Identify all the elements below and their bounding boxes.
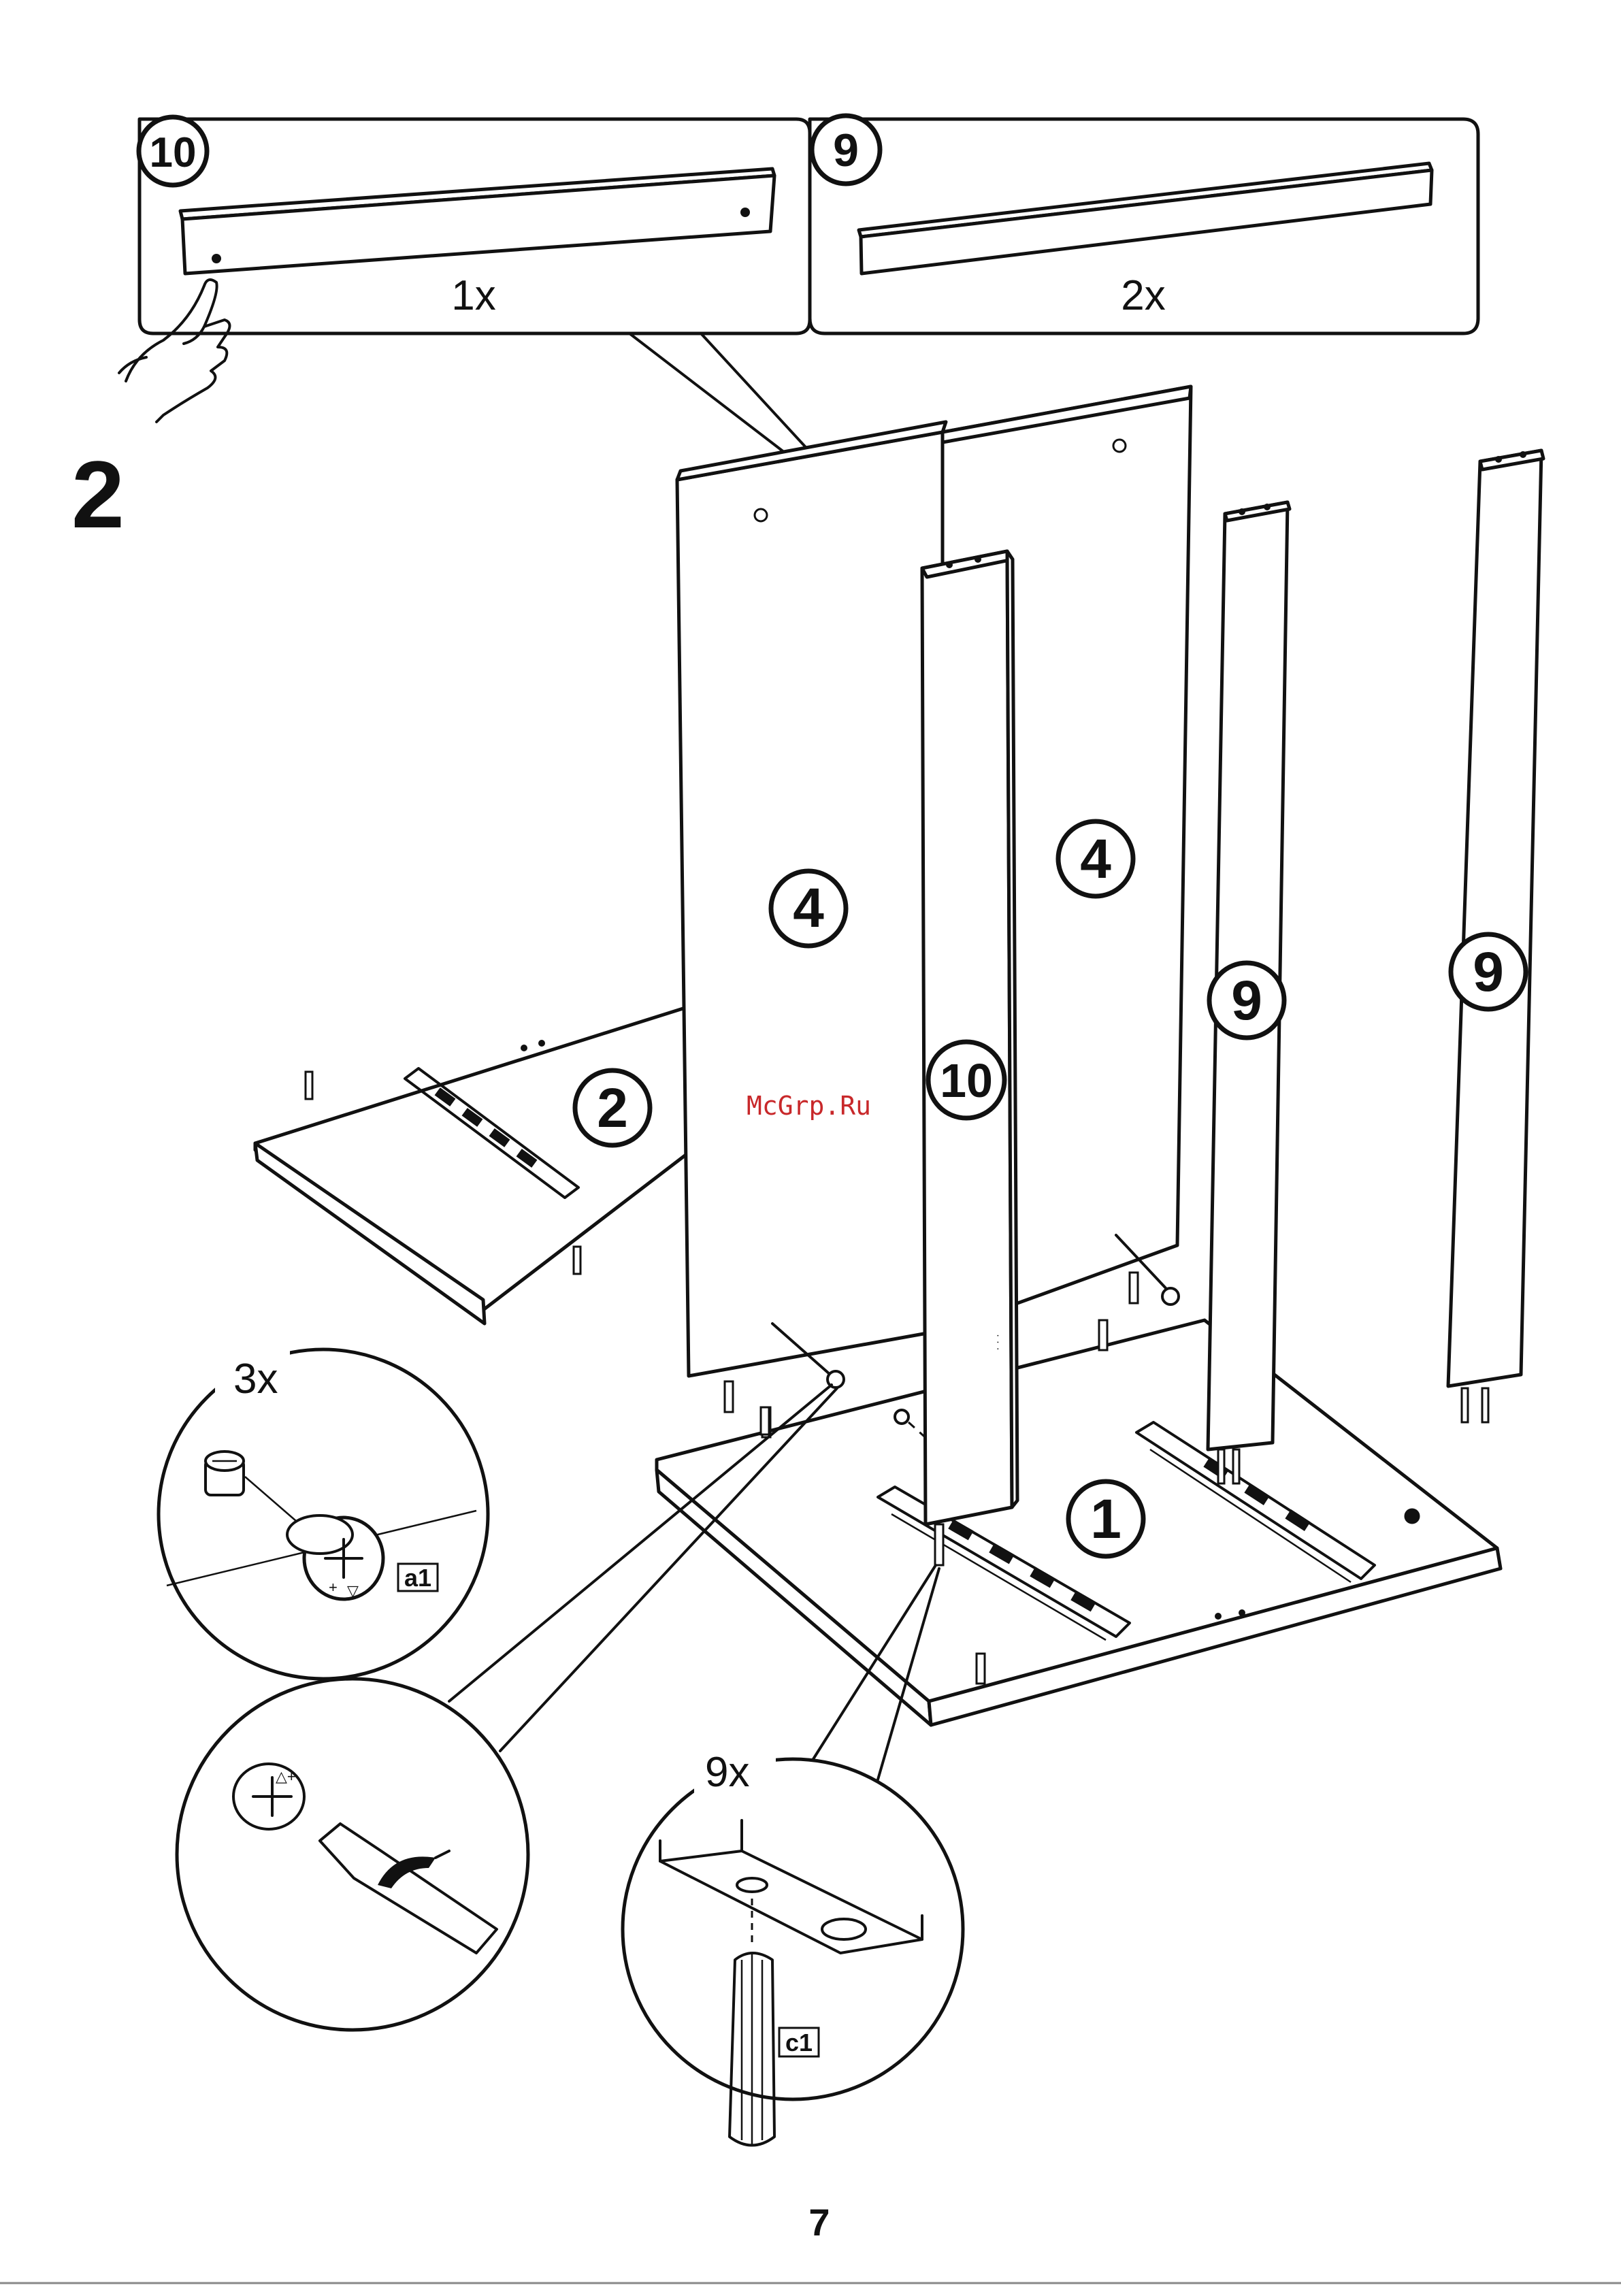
- detail-screwdriver: △+: [177, 1679, 528, 2030]
- page-number: 7: [808, 2201, 830, 2244]
- svg-text:△+: △+: [276, 1768, 296, 1785]
- side-panel-2: [255, 1007, 701, 1324]
- cam-quantity: 3x: [233, 1356, 278, 1403]
- detail-cam-insert: 3x + ▽ a1: [159, 1349, 488, 1679]
- part-badge-9-label: 9: [833, 125, 859, 176]
- watermark: McGrp.Ru: [747, 1091, 871, 1121]
- part-badge-10-label: 10: [150, 129, 197, 176]
- label-front-rail-10: 10: [940, 1054, 993, 1107]
- label-panel-4-right: 4: [1080, 828, 1111, 890]
- quantity-rail-10: 1x: [451, 272, 495, 319]
- svg-text:▽: ▽: [347, 1582, 359, 1599]
- cam-code: a1: [404, 1564, 431, 1592]
- dowel-code: c1: [785, 2029, 813, 2056]
- label-rail-9-mid: 9: [1231, 970, 1262, 1032]
- label-panel-4-left: 4: [793, 877, 824, 939]
- label-base-panel-1: 1: [1090, 1488, 1121, 1550]
- step-number: 2: [71, 441, 125, 548]
- label-side-panel-2: 2: [597, 1077, 628, 1139]
- svg-text:+: +: [329, 1579, 338, 1596]
- dowel-quantity: 9x: [705, 1749, 749, 1796]
- quantity-rail-9: 2x: [1121, 272, 1165, 319]
- parts-list-box: 10 1x 9 2x: [139, 116, 1478, 333]
- svg-text:· · ·: · · ·: [992, 1334, 1004, 1351]
- label-rail-9-right: 9: [1473, 941, 1504, 1003]
